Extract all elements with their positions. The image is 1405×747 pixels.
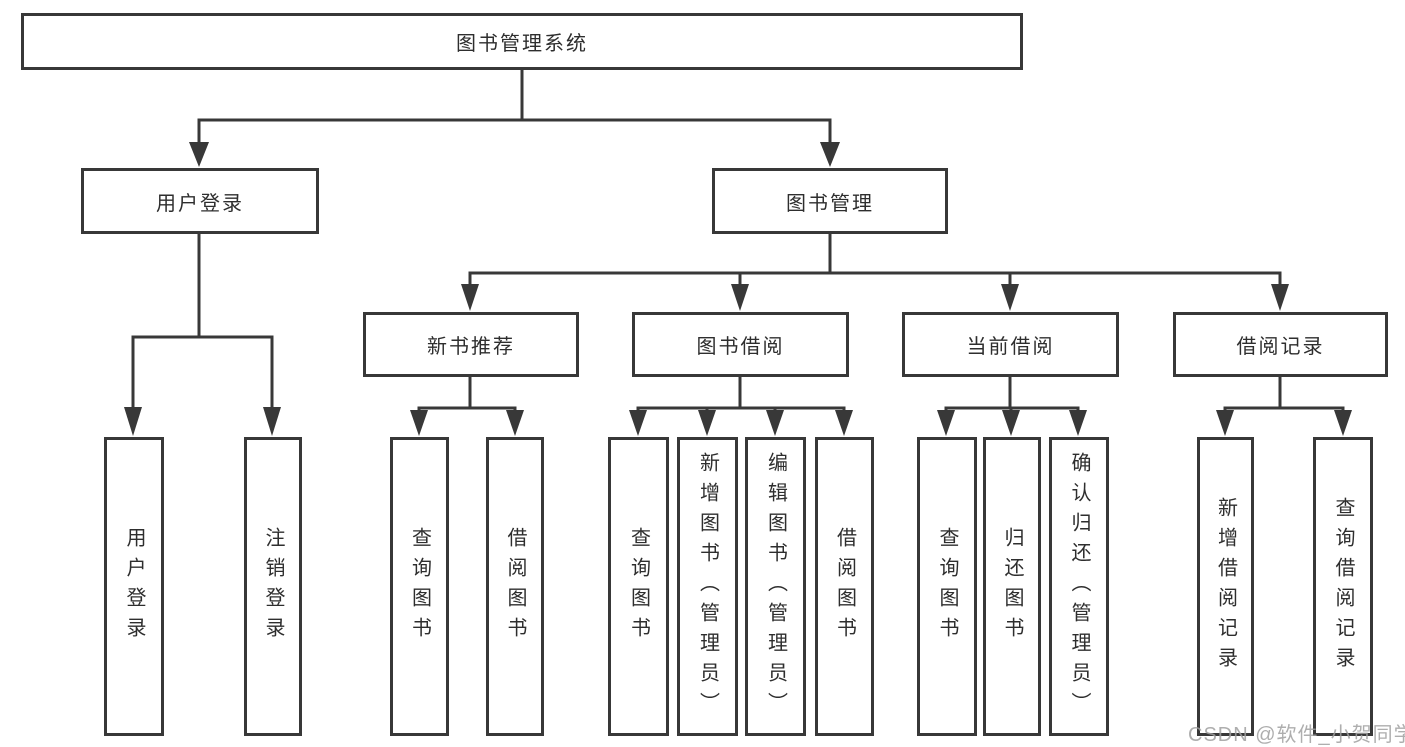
leaf-user-login: 用户登录 <box>104 437 164 736</box>
csdn-watermark: CSDN @软件_小贺同学 <box>1188 724 1405 746</box>
leaf-bb-query-books: 查询图书 <box>608 437 669 736</box>
leaf-bb-borrow-books: 借阅图书 <box>815 437 874 736</box>
node-borrowing-records: 借阅记录 <box>1173 312 1388 377</box>
leaf-nb-query-books: 查询图书 <box>390 437 449 736</box>
leaf-cb-query-books: 查询图书 <box>917 437 977 736</box>
node-book-borrowing: 图书借阅 <box>632 312 849 377</box>
leaf-br-query-borrow-record: 查询借阅记录 <box>1313 437 1373 736</box>
leaf-bb-edit-books-admin: 编辑图书（管理员） <box>745 437 806 736</box>
node-library-management-system: 图书管理系统 <box>21 13 1023 70</box>
leaf-br-add-borrow-record: 新增借阅记录 <box>1197 437 1254 736</box>
leaf-cb-return-books: 归还图书 <box>983 437 1041 736</box>
leaf-logout: 注销登录 <box>244 437 302 736</box>
node-user-login: 用户登录 <box>81 168 319 234</box>
node-new-book-recommendation: 新书推荐 <box>363 312 579 377</box>
leaf-bb-add-books-admin: 新增图书（管理员） <box>677 437 738 736</box>
leaf-nb-borrow-books: 借阅图书 <box>486 437 544 736</box>
node-current-borrowing: 当前借阅 <box>902 312 1119 377</box>
leaf-cb-confirm-return-admin: 确认归还（管理员） <box>1049 437 1109 736</box>
node-book-management: 图书管理 <box>712 168 948 234</box>
